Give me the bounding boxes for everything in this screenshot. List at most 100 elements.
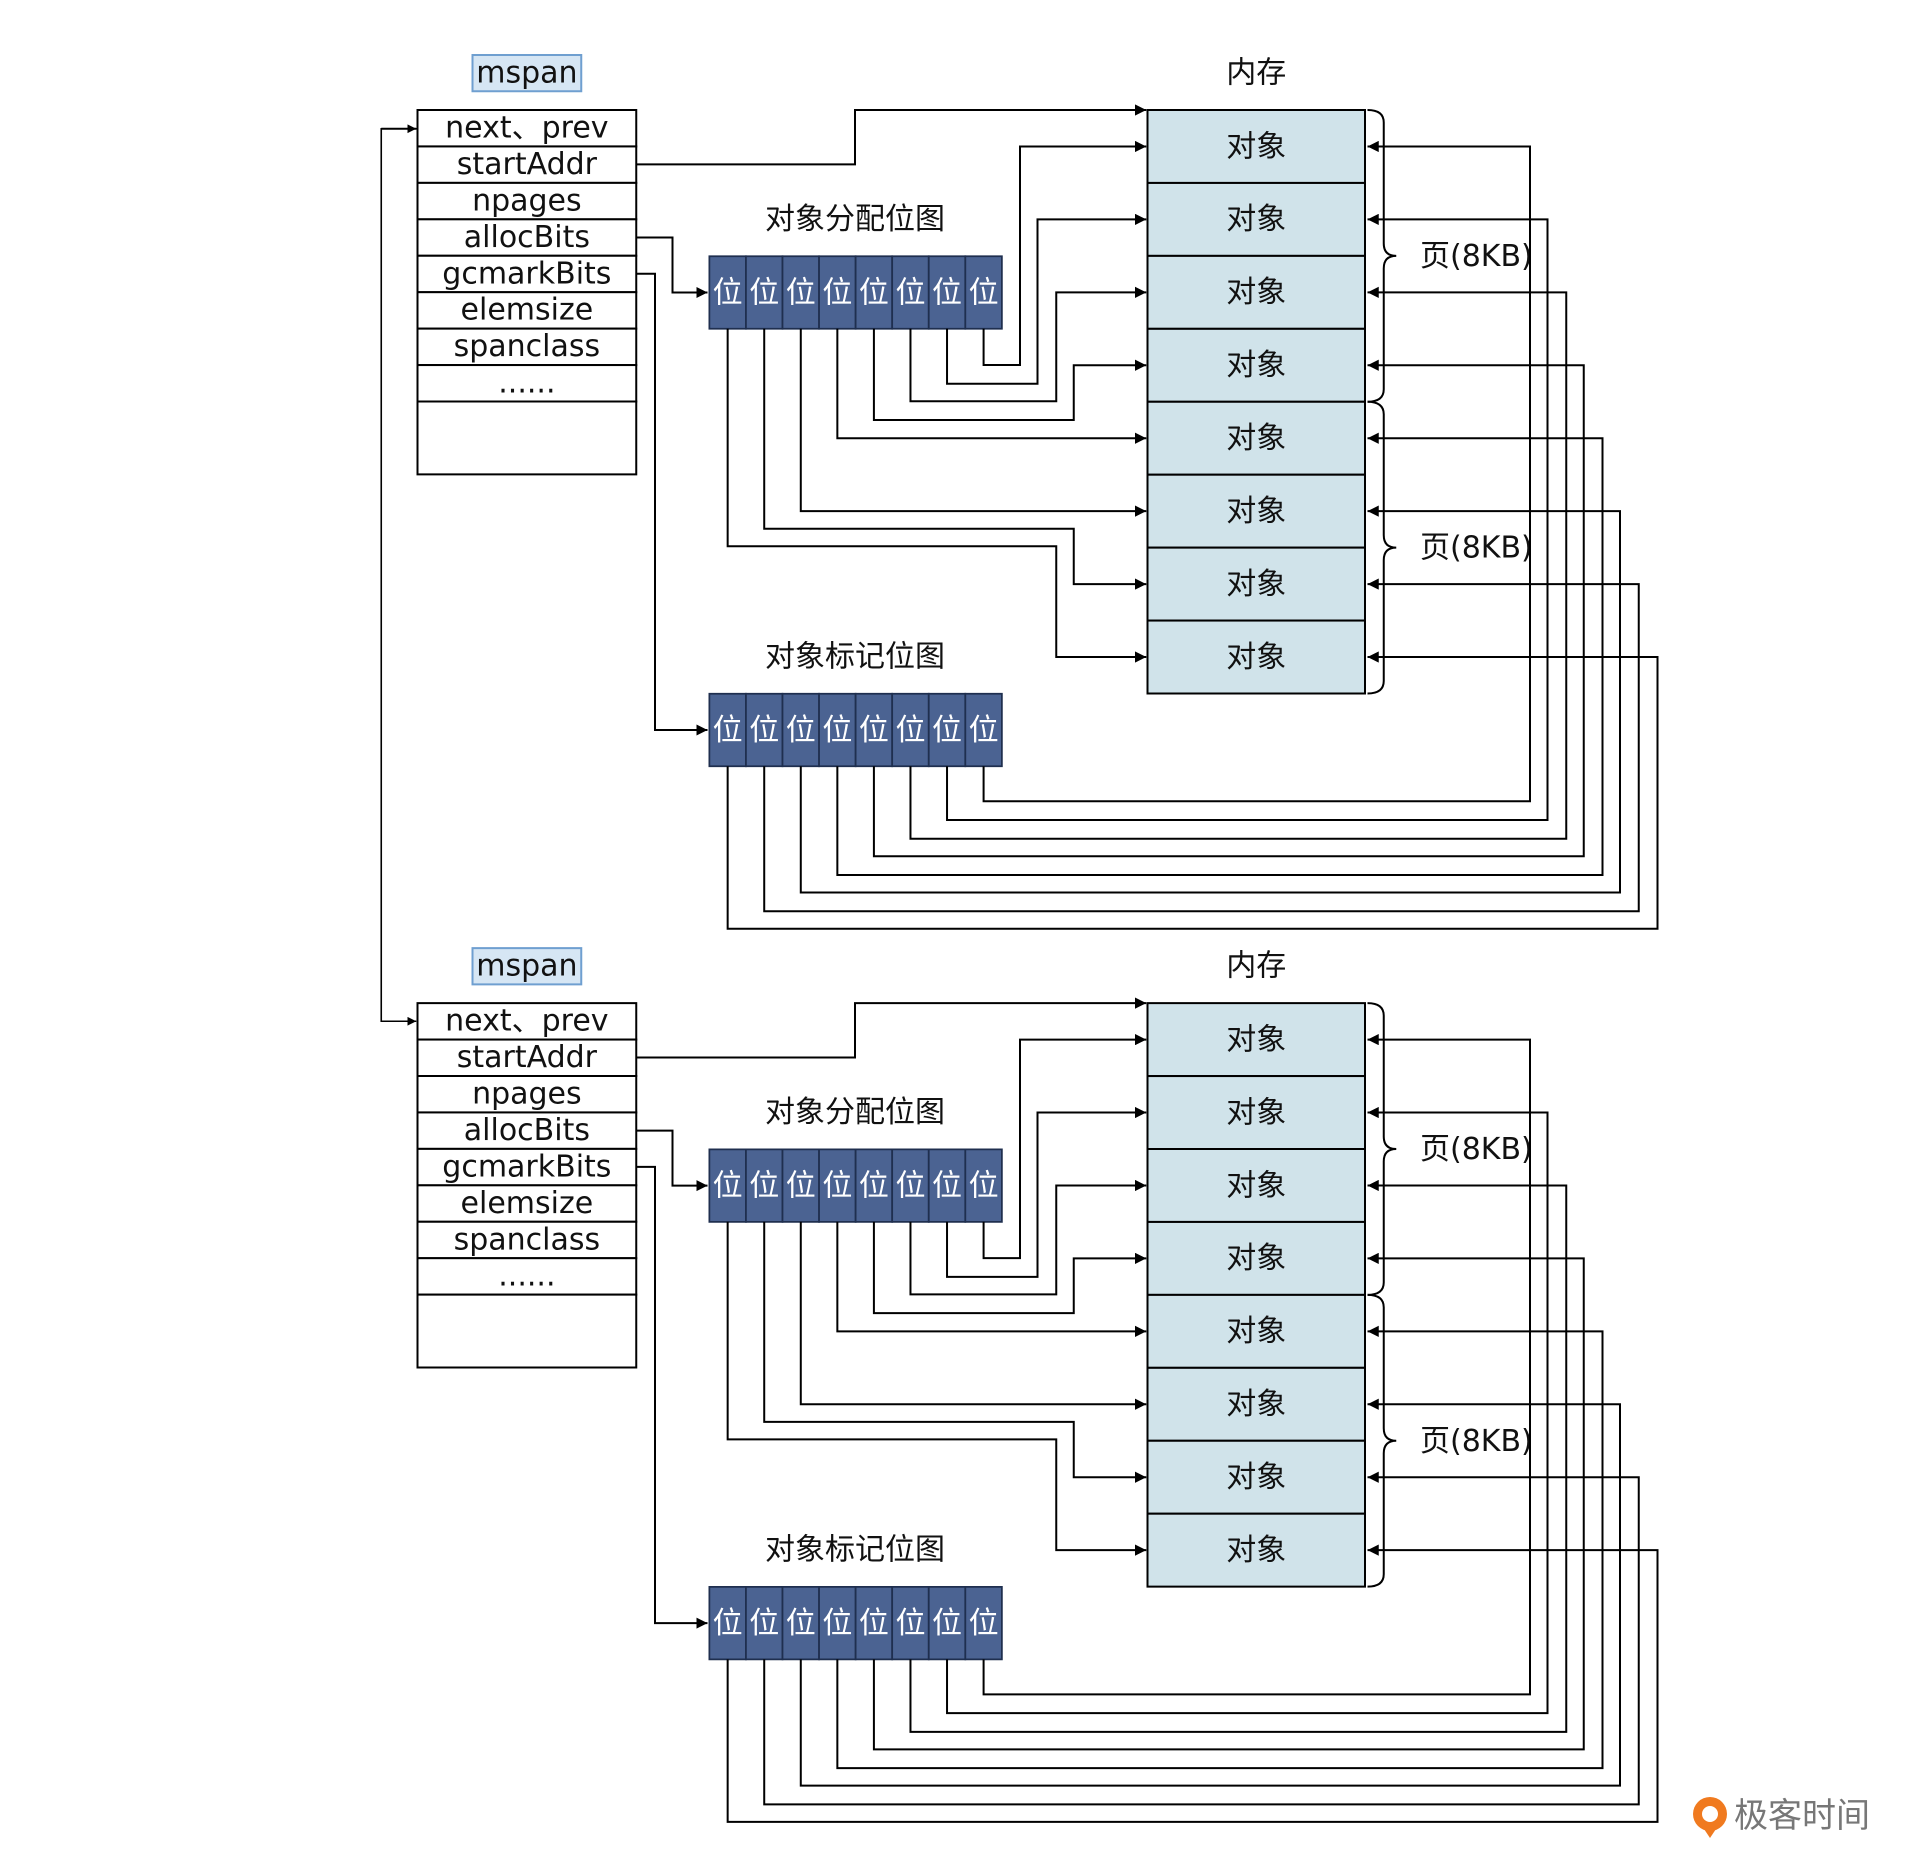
memory-object-box [1146, 1147, 1366, 1223]
alloc-bitmap-title: 对象分配位图 [765, 202, 945, 237]
memory-object-box [1146, 400, 1366, 476]
page-label: 页(8KB) [1420, 1424, 1533, 1459]
bit-cell: 位 [927, 255, 967, 330]
mspan-field-empty [416, 400, 638, 476]
mspan-field-npages: npages [416, 181, 638, 221]
bit-cell-label: 位 [822, 276, 852, 311]
bit-cell-label: 位 [895, 1606, 925, 1641]
mark-bit-link [909, 1179, 1568, 1733]
memory-object: 对象 [1146, 1512, 1366, 1588]
bit-cell-label: 位 [786, 713, 816, 748]
mspan-field-ellipsis: ...... [416, 364, 638, 403]
memory-object: 对象 [1146, 619, 1366, 695]
bit-cell: 位 [854, 692, 894, 768]
brace-path [1367, 1002, 1397, 1296]
bit-cell-box [818, 1148, 857, 1223]
bit-cell-box [708, 1586, 747, 1661]
bit-cell: 位 [708, 1148, 747, 1223]
memory-object-box [1146, 1220, 1366, 1296]
mspan-tag-label: mspan [476, 949, 577, 984]
bit-cell-label: 位 [749, 276, 779, 311]
alloc-bit-link [799, 328, 1147, 517]
mspan-field-elemsize: elemsize [416, 1184, 638, 1223]
field-label: allocBits [464, 1113, 590, 1148]
bit-cell-label: 位 [895, 276, 925, 311]
bit-cell-box [781, 692, 820, 768]
field-cell [416, 1257, 638, 1296]
alloc-bit-link [872, 1221, 1147, 1315]
field-label: ...... [498, 366, 555, 401]
field-cell [416, 254, 638, 294]
alloc-bit-link [799, 1221, 1147, 1410]
bit-cell-label: 位 [932, 713, 962, 748]
mark-bitmap: 对象标记位图位位位位位位位位 [708, 1532, 1003, 1661]
bit-cell: 位 [818, 255, 857, 330]
mark-bit-link [726, 651, 1659, 930]
bit-cell-box [781, 1148, 820, 1223]
memory-object: 对象 [1146, 473, 1366, 549]
mark-bit-link [946, 1106, 1549, 1715]
bit-cell-label: 位 [932, 276, 962, 311]
logo-text: 极客时间 [1734, 1796, 1870, 1836]
bit-cell: 位 [818, 1586, 857, 1661]
memory-object-label: 对象 [1226, 275, 1286, 310]
bit-cell-label: 位 [932, 1169, 962, 1204]
bit-cell-box [891, 1148, 930, 1223]
memory-object-box [1146, 254, 1366, 330]
bit-cell-box [891, 692, 930, 768]
memory-object-box [1146, 1512, 1366, 1588]
page-brace-1: 页(8KB) [1367, 109, 1533, 403]
alloc-bit-link [946, 1106, 1147, 1278]
bit-cell-label: 位 [713, 276, 743, 311]
mark-bit-link [909, 286, 1568, 840]
bit-cell: 位 [781, 255, 820, 330]
start-addr-arrow [636, 997, 1147, 1059]
bit-cell-label: 位 [969, 713, 999, 748]
bit-cell: 位 [745, 255, 784, 330]
mspan-field-npages: npages [416, 1075, 638, 1114]
memory-object-box [1146, 181, 1366, 257]
bit-cell-label: 位 [749, 1606, 779, 1641]
bit-cell-label: 位 [749, 713, 779, 748]
memory-object: 对象 [1146, 1220, 1366, 1296]
bit-cell-label: 位 [786, 1169, 816, 1204]
memory-object-label: 对象 [1226, 494, 1286, 529]
gcmark-bits-arrow [636, 272, 708, 736]
memory-object: 对象 [1146, 1147, 1366, 1223]
bit-cell-box [927, 255, 967, 330]
alloc-bit-link [836, 1221, 1147, 1337]
memory-object-label: 对象 [1226, 567, 1286, 602]
bit-cell-label: 位 [822, 713, 852, 748]
bit-cell-box [708, 1148, 747, 1223]
mspan-tag-box [471, 54, 583, 93]
start-addr-arrow [636, 104, 1147, 166]
bit-cell-box [818, 692, 857, 768]
mark-bit-link [836, 1325, 1604, 1770]
mspan-tag-box [471, 947, 583, 986]
bit-cell: 位 [964, 1586, 1003, 1661]
bit-cell-label: 位 [859, 1169, 889, 1204]
bit-cell-label: 位 [786, 276, 816, 311]
mark-bit-link [726, 1544, 1659, 1823]
bit-cell: 位 [891, 1148, 930, 1223]
memory-object: 对象 [1146, 546, 1366, 622]
alloc-bit-link [763, 328, 1147, 590]
page-label: 页(8KB) [1420, 1132, 1533, 1167]
bit-cell: 位 [854, 1148, 894, 1223]
field-label: spanclass [454, 329, 601, 364]
alloc-bit-link [982, 1033, 1147, 1260]
mspan-field-elemsize: elemsize [416, 291, 638, 330]
memory-object-label: 对象 [1226, 129, 1286, 164]
bit-cell-box [854, 1148, 894, 1223]
memory-object-label: 对象 [1226, 348, 1286, 383]
memory-object: 对象 [1146, 400, 1366, 476]
geektime-logo-icon [1693, 1797, 1727, 1838]
bit-cell: 位 [745, 1586, 784, 1661]
bit-cell: 位 [891, 1586, 930, 1661]
field-cell [416, 181, 638, 221]
bit-cell-box [854, 255, 894, 330]
memory-object-label: 对象 [1226, 1241, 1286, 1276]
bit-cell: 位 [781, 1586, 820, 1661]
mspan-field-spanclass: spanclass [416, 327, 638, 367]
